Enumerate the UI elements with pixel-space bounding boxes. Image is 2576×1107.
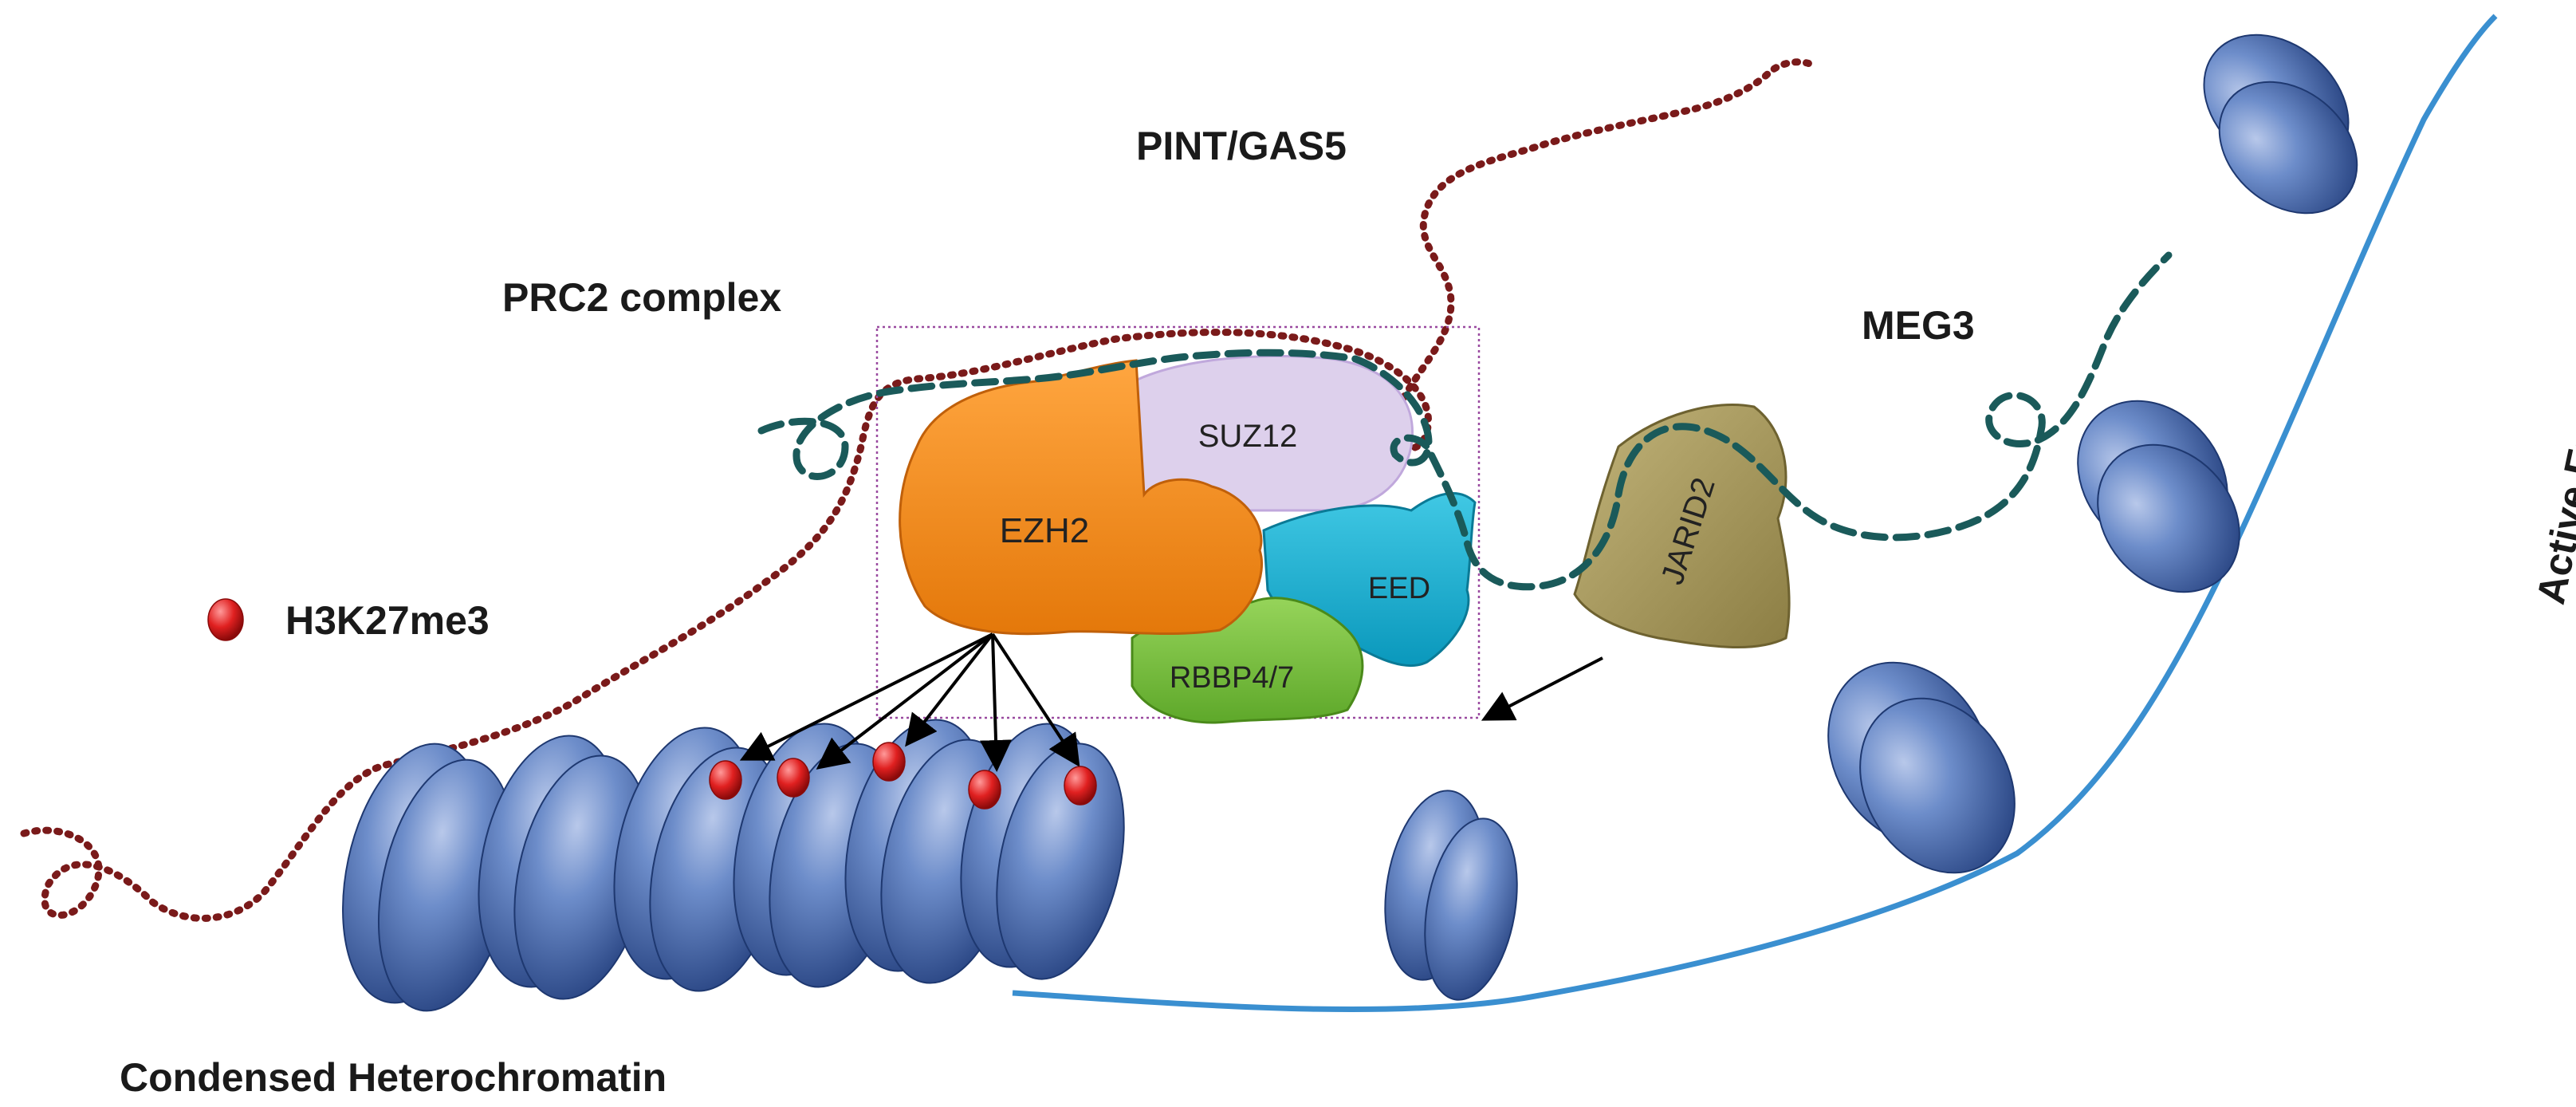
- prc2-complex-label: PRC2 complex: [502, 275, 781, 320]
- h3k27me3-label: H3K27me3: [285, 598, 490, 643]
- h3k27me3-marks: [709, 742, 1097, 810]
- meg3-rna: [757, 251, 2173, 591]
- meg3-label: MEG3: [1862, 303, 1975, 348]
- pint-gas5-rna: [20, 58, 1814, 922]
- heterochromatin-nucleosomes: [342, 719, 1125, 1012]
- rbbp-label: RBBP4/7: [1170, 661, 1294, 695]
- suz12-label: SUZ12: [1198, 419, 1298, 454]
- eed-label: EED: [1368, 572, 1430, 605]
- ezh2-label: EZH2: [1000, 511, 1089, 550]
- euchromatin-nucleosomes: [1384, 33, 2358, 1001]
- pint-gas5-label: PINT/GAS5: [1136, 124, 1347, 168]
- h3k27me3-legend-dot: [207, 598, 244, 641]
- methylation-arrows: [739, 632, 1080, 772]
- active-euchromatin-label: Active Euchromatin: [2528, 232, 2576, 608]
- dna-strand: [1012, 14, 2498, 1013]
- jarid2-arrow: [1481, 656, 1603, 721]
- condensed-heterochromatin-label: Condensed Heterochromatin: [120, 1055, 667, 1100]
